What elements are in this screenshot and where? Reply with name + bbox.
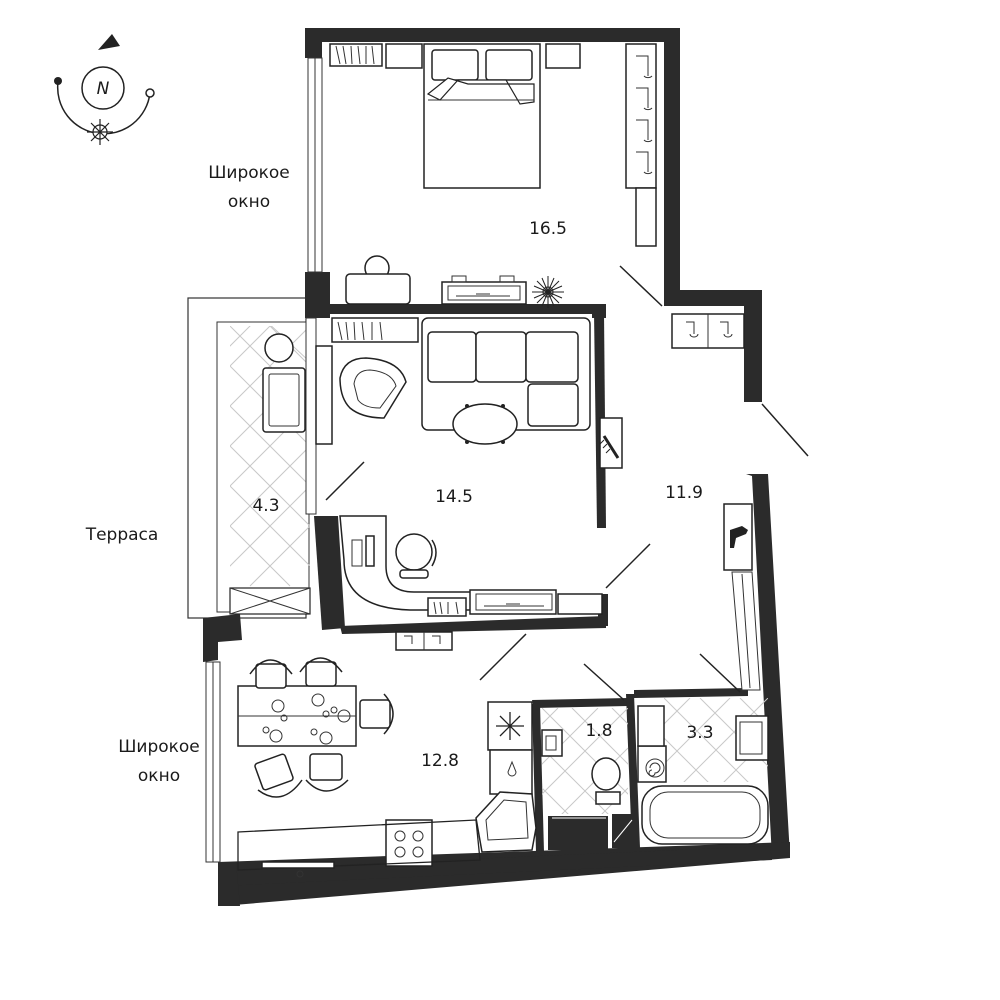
snowflake-icon — [496, 712, 524, 740]
bedroom: 16.5 — [329, 43, 663, 308]
sun-icon — [87, 119, 113, 145]
room-area-terrace: 4.3 — [252, 496, 279, 516]
terrace — [187, 297, 311, 619]
wc: 1.8 — [541, 708, 636, 850]
terrace-label: Терраса — [85, 525, 159, 545]
bathroom: 3.3 — [637, 698, 769, 845]
room-area-wc: 1.8 — [585, 721, 612, 741]
room-area-hall: 11.9 — [665, 483, 703, 503]
hallway: 11.9 — [479, 403, 809, 701]
compass-icon: N — [54, 34, 155, 145]
window-top-label-line1: Широкое — [208, 163, 290, 183]
walls — [203, 28, 790, 906]
shoe-icon — [730, 526, 748, 548]
compass-letter: N — [97, 79, 110, 99]
plant-icon — [532, 276, 564, 308]
windows — [205, 57, 323, 863]
kitchen: 12.8 — [237, 631, 537, 878]
room-area-kitchen: 12.8 — [421, 751, 459, 771]
window-bottom-label-line1: Широкое — [118, 737, 200, 757]
window-bottom-label-line2: окно — [138, 766, 180, 786]
comb-icon — [599, 435, 620, 459]
washer-icon — [645, 758, 665, 778]
room-area-bath: 3.3 — [686, 723, 713, 743]
room-area-living: 14.5 — [435, 487, 473, 507]
room-area-bedroom: 16.5 — [529, 219, 567, 239]
living-room: 14.5 — [315, 317, 651, 617]
hall-cabinet — [671, 313, 745, 349]
window-top-label-line2: окно — [228, 192, 270, 212]
